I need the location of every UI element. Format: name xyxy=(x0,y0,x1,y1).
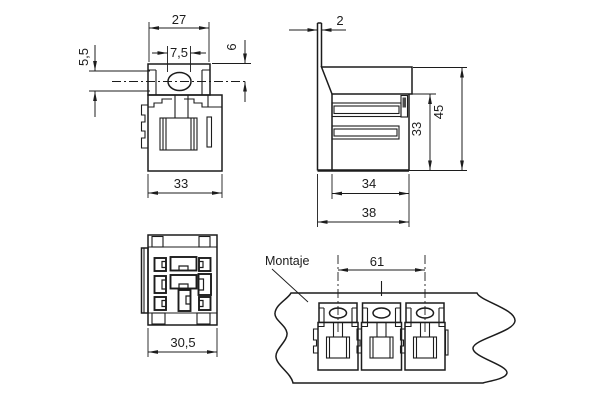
socket-3-clip xyxy=(399,328,405,354)
dimension-side-body-height: 33 xyxy=(409,93,436,171)
dim-label-2: 2 xyxy=(336,13,343,28)
dim-label-6: 6 xyxy=(224,43,239,50)
side-slot-lower xyxy=(331,125,400,140)
dim-label-5-5: 5,5 xyxy=(76,48,91,66)
dimension-side-total-height: 45 xyxy=(409,67,467,171)
side-slot-lower-inner xyxy=(333,128,398,137)
front-inner-walls xyxy=(162,118,195,150)
dim-label-34: 34 xyxy=(362,176,376,191)
front-inner-box xyxy=(159,117,198,151)
dimension-front-flange-height: 6 xyxy=(212,40,251,102)
dim-label-33-front: 33 xyxy=(174,176,188,191)
bottom-pad-top-left xyxy=(151,235,164,248)
front-shoulders xyxy=(148,98,208,108)
mounting-leader-line xyxy=(271,268,309,303)
side-latch-fill xyxy=(402,97,406,108)
bottom-pad-bottom-right xyxy=(196,312,211,325)
mounted-socket-3 xyxy=(399,302,449,371)
dimension-front-body-width: 33 xyxy=(147,174,223,198)
mounting-label: Montaje xyxy=(265,254,310,268)
front-body-step xyxy=(207,95,222,108)
mounted-socket-1 xyxy=(312,302,359,371)
socket-1-clip xyxy=(312,328,318,354)
dim-label-61: 61 xyxy=(370,254,384,269)
mounted-socket-2 xyxy=(356,302,403,371)
side-view: 2 45 33 34 38 xyxy=(289,13,467,227)
mounting-view: 61 Montaje xyxy=(265,254,516,384)
bottom-pad-bottom-left xyxy=(151,312,166,325)
dimension-side-body-depth: 34 xyxy=(331,174,410,227)
dim-label-38: 38 xyxy=(362,205,376,220)
dimension-mounting-pitch: 61 xyxy=(338,254,425,272)
front-left-clip xyxy=(140,104,148,149)
front-center-channel xyxy=(174,95,189,118)
bottom-terminals xyxy=(153,256,212,312)
bottom-pad-top-right xyxy=(198,235,211,248)
dimension-side-total-depth: 38 xyxy=(317,174,409,227)
dimension-front-hole-offset: 5,5 xyxy=(76,45,150,117)
front-body xyxy=(147,94,223,172)
socket-3-right-slot xyxy=(444,329,449,356)
bottom-side-tab xyxy=(140,247,149,314)
dim-label-27: 27 xyxy=(172,12,186,27)
side-slot-upper xyxy=(331,102,402,118)
side-flange xyxy=(316,22,323,171)
mounting-plate xyxy=(274,292,516,384)
dimension-side-flange-thickness: 2 xyxy=(289,13,346,32)
dim-label-30-5: 30,5 xyxy=(170,335,195,350)
dim-label-33-side: 33 xyxy=(409,122,424,136)
bottom-body xyxy=(147,234,218,326)
dimension-front-top-width: 27 xyxy=(148,12,210,62)
dim-label-7-5: 7,5 xyxy=(170,45,188,60)
side-relay-box xyxy=(320,66,413,95)
front-right-slot xyxy=(206,116,213,148)
dimension-front-hole-width: 7,5 xyxy=(152,45,206,72)
side-latch xyxy=(400,94,409,118)
front-view: 27 7,5 5,5 6 33 xyxy=(76,12,251,198)
bottom-view: 30,5 xyxy=(140,234,218,357)
front-flange-legs xyxy=(148,69,210,95)
socket-2-clip xyxy=(356,328,362,354)
dim-label-45: 45 xyxy=(431,105,446,119)
dimension-bottom-body-width: 30,5 xyxy=(147,328,218,357)
side-slot-upper-inner xyxy=(333,105,400,115)
